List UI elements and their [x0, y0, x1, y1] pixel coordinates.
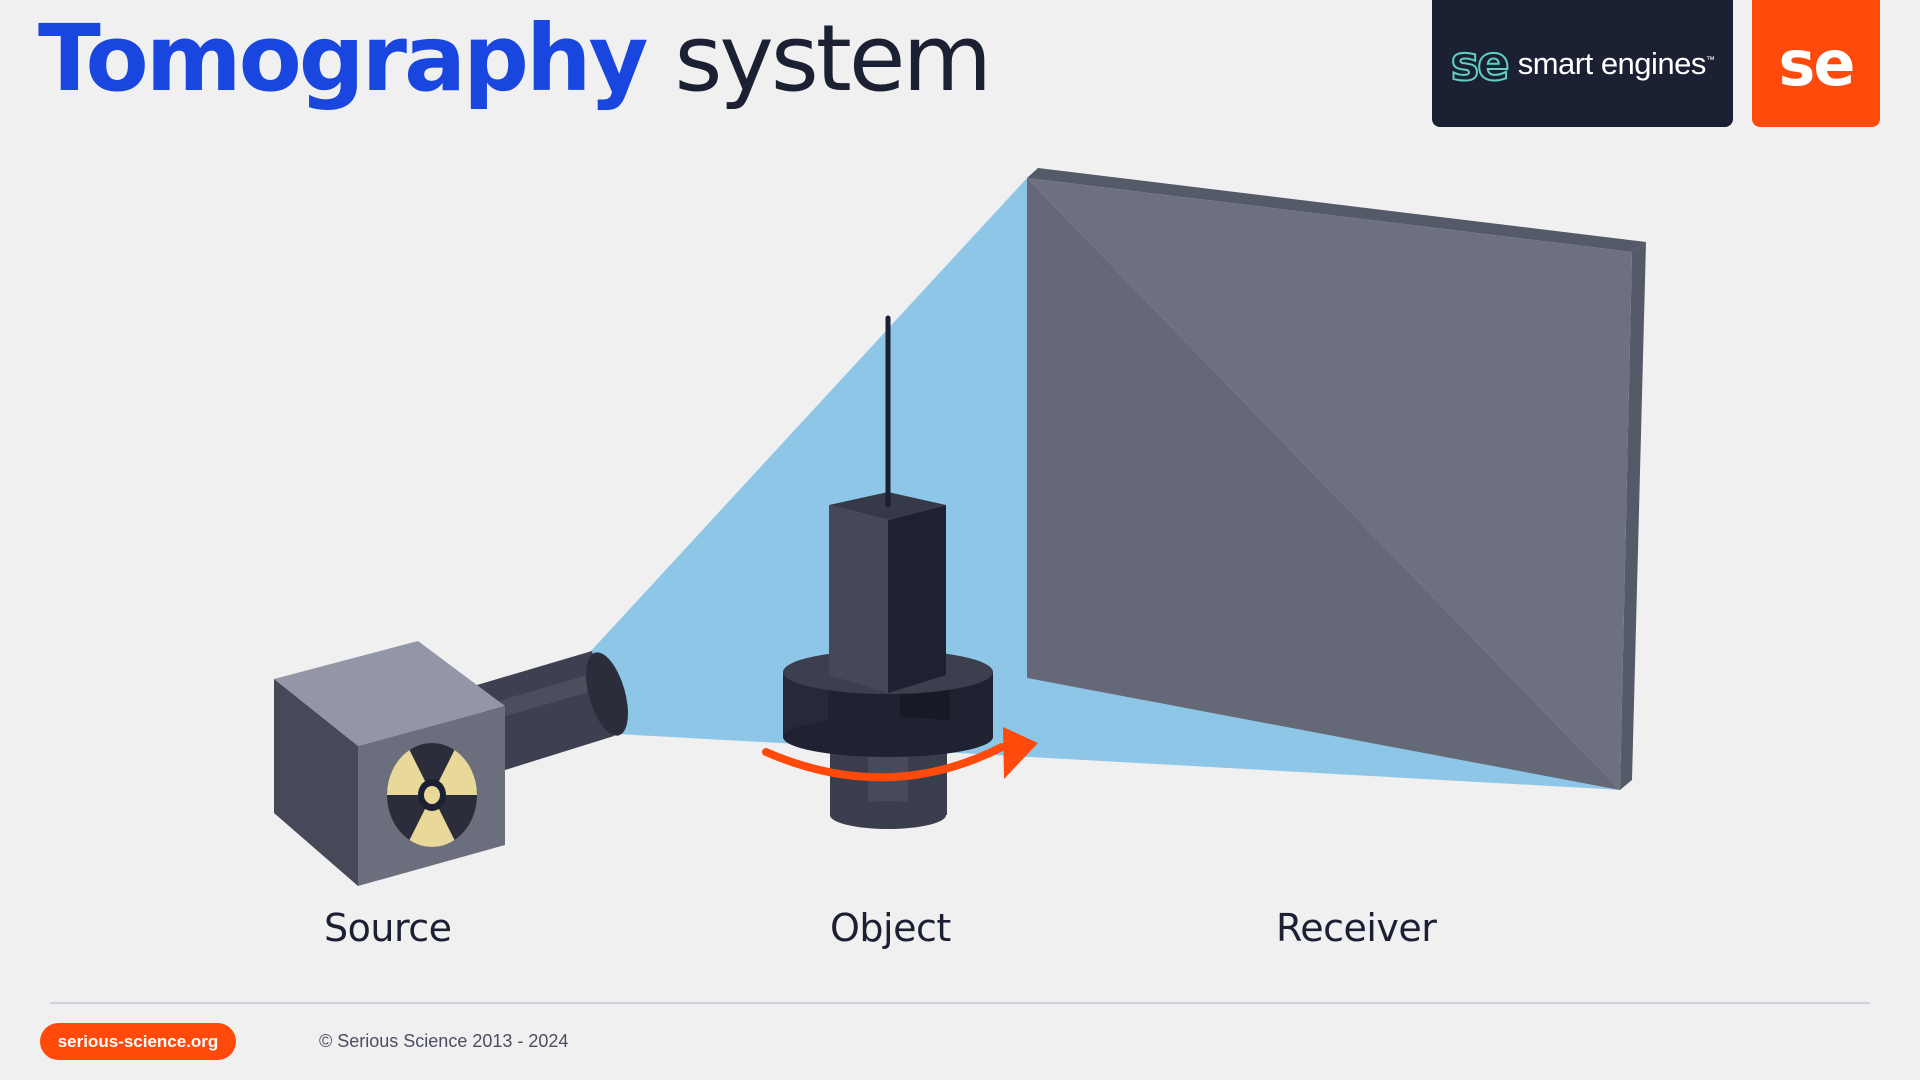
- xray-source: [274, 641, 628, 886]
- receiver-face-lower: [1027, 178, 1620, 790]
- smart-engines-name: smart engines: [1517, 45, 1707, 81]
- receiver-side-edge: [1620, 242, 1646, 790]
- source-cube-left: [274, 679, 358, 886]
- title-rest: system: [674, 5, 992, 112]
- source-cube-top: [274, 641, 505, 746]
- trademark-symbol: ™: [1705, 54, 1715, 65]
- title-highlight: Tomography: [38, 5, 648, 112]
- sample-front: [829, 505, 888, 693]
- se-logo-mark: se: [1450, 35, 1511, 92]
- receiver-top-edge: [1027, 168, 1646, 252]
- se-badge-mark: se: [1778, 27, 1856, 100]
- site-link-button[interactable]: serious-science.org: [40, 1023, 236, 1060]
- sample-side: [888, 505, 946, 693]
- platform-bottom: [783, 717, 993, 757]
- smart-engines-logo[interactable]: se smart engines™: [1432, 0, 1733, 127]
- smart-engines-wordmark: smart engines™: [1518, 46, 1715, 82]
- rotation-arrow-icon: [762, 727, 1038, 782]
- page-title: Tomography system: [38, 5, 992, 112]
- receiver-label: Receiver: [1276, 906, 1437, 950]
- source-tube-highlight: [485, 672, 602, 721]
- receiver-face-upper: [1027, 178, 1632, 790]
- object-label: Object: [830, 906, 951, 950]
- copyright-text: © Serious Science 2013 - 2024: [319, 1031, 569, 1051]
- radiation-icon: [387, 743, 477, 847]
- source-label: Source: [324, 906, 452, 950]
- se-badge-logo[interactable]: se: [1752, 0, 1880, 127]
- footer-divider: [50, 1002, 1870, 1004]
- source-tube-end: [586, 652, 628, 736]
- receiver-panel: [1027, 168, 1646, 790]
- tomography-diagram: [274, 168, 1646, 886]
- stage-base-bottom: [830, 801, 946, 829]
